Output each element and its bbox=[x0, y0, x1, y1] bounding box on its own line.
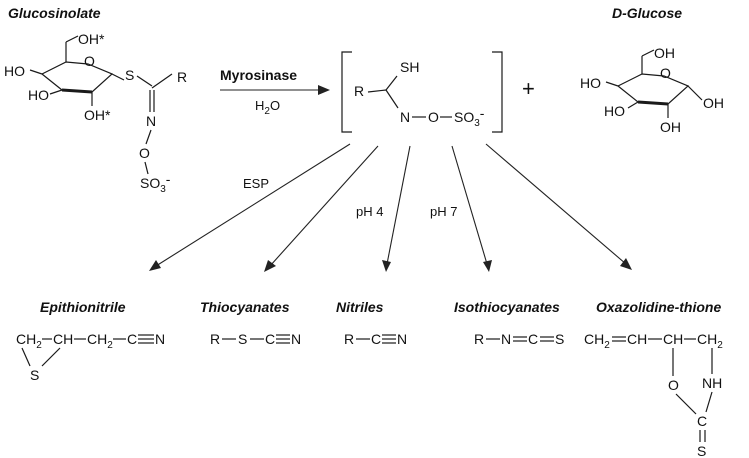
glucose-ring-o: O bbox=[660, 65, 671, 81]
epithionitrile-title: Epithionitrile bbox=[40, 299, 126, 315]
isothiocyanates-title: Isothiocyanates bbox=[454, 299, 560, 315]
arrow-to-thiocyanates bbox=[269, 145, 379, 267]
intermediate-so3: SO3- bbox=[454, 105, 485, 129]
glucosinolate-r: R bbox=[177, 69, 187, 85]
oxazolidine-ch-b: CH bbox=[663, 331, 683, 347]
arrow-to-nitriles bbox=[386, 145, 411, 265]
intermediate-o: O bbox=[428, 109, 439, 125]
epithio-ch2b: CH2 bbox=[87, 331, 113, 351]
glucosinolate-ring bbox=[41, 61, 114, 93]
oxazolidine-title: Oxazolidine-thione bbox=[596, 299, 721, 315]
oxazolidine-c: C bbox=[697, 413, 707, 429]
arrow-to-oxazolidine bbox=[485, 143, 627, 265]
left-bracket bbox=[341, 51, 352, 133]
oxazolidine-ch-a: CH bbox=[627, 331, 647, 347]
glucosinolate-oh-top: OH* bbox=[78, 31, 105, 47]
nitrile-structure: R C N bbox=[344, 331, 407, 347]
glucosinolate-n: N bbox=[146, 113, 156, 129]
ph4-label: pH 4 bbox=[356, 204, 383, 219]
epithio-c: C bbox=[127, 331, 137, 347]
nitrile-n: N bbox=[397, 331, 407, 347]
glucose-ring bbox=[617, 73, 690, 105]
product-arrows bbox=[149, 143, 632, 272]
glucosinolate-ho-left: HO bbox=[4, 63, 25, 79]
glucose-oh-right: OH bbox=[703, 95, 724, 111]
isothiocyanate-n: N bbox=[501, 331, 511, 347]
glucose-oh-bottom: OH bbox=[660, 119, 681, 135]
glucosinolate-oh-bottom: OH* bbox=[84, 107, 111, 123]
thiocyanate-c: C bbox=[265, 331, 275, 347]
glucosinolate-title: Glucosinolate bbox=[8, 5, 101, 21]
intermediate-sh: SH bbox=[400, 59, 419, 75]
glucosinolate-so3: SO3- bbox=[140, 171, 171, 195]
glucose-oh-top: OH bbox=[654, 45, 675, 61]
esp-label: ESP bbox=[243, 176, 269, 191]
thiocyanates-title: Thiocyanates bbox=[200, 299, 290, 315]
thiocyanate-n: N bbox=[291, 331, 301, 347]
oxazolidine-o: O bbox=[668, 377, 679, 393]
thiocyanate-structure: R S C N bbox=[210, 331, 301, 347]
epithio-n: N bbox=[155, 331, 165, 347]
oxazolidine-ch2b: CH2 bbox=[697, 331, 723, 351]
isothiocyanate-s: S bbox=[555, 331, 564, 347]
myrosinase-label: Myrosinase bbox=[220, 67, 297, 83]
epithio-s: S bbox=[30, 367, 39, 383]
nitrile-r: R bbox=[344, 331, 354, 347]
oxazolidine-structure: CH2 CH CH CH2 O NH C S bbox=[584, 331, 723, 458]
thiocyanate-r: R bbox=[210, 331, 220, 347]
glucosinolate-o: O bbox=[139, 145, 150, 161]
arrow-to-epithionitrile bbox=[155, 143, 351, 267]
oxazolidine-s: S bbox=[697, 443, 706, 458]
thiocyanate-s: S bbox=[238, 331, 247, 347]
plus-sign: + bbox=[522, 76, 535, 101]
glucose-structure: OH O HO HO OH OH bbox=[580, 45, 724, 135]
nitriles-title: Nitriles bbox=[336, 299, 384, 315]
glucosinolate-structure: OH* O HO HO OH* S R N O SO3- bbox=[4, 31, 187, 195]
epithionitrile-structure: CH2 CH CH2 C N S bbox=[16, 331, 165, 383]
right-bracket bbox=[492, 51, 503, 133]
glucose-ho-low: HO bbox=[604, 103, 625, 119]
nitrile-c: C bbox=[371, 331, 381, 347]
ph7-label: pH 7 bbox=[430, 204, 457, 219]
water-label: H2O bbox=[255, 98, 280, 117]
glucosinolate-ho-low: HO bbox=[28, 87, 49, 103]
isothiocyanate-c: C bbox=[528, 331, 538, 347]
arrow-to-isothiocyanates bbox=[451, 145, 488, 265]
oxazolidine-ch2: CH2 bbox=[584, 331, 610, 351]
dglucose-title: D-Glucose bbox=[612, 5, 682, 21]
glucose-ho-left: HO bbox=[580, 75, 601, 91]
epithio-ch2: CH2 bbox=[16, 331, 42, 351]
oxazolidine-nh: NH bbox=[702, 375, 722, 391]
glucosinolate-ring-o: O bbox=[84, 53, 95, 69]
intermediate-n: N bbox=[400, 109, 410, 125]
intermediate-r: R bbox=[354, 83, 364, 99]
isothiocyanate-structure: R N C S bbox=[474, 331, 564, 347]
intermediate-structure: SH R N O SO3- bbox=[341, 51, 503, 133]
glucosinolate-s: S bbox=[125, 67, 134, 83]
epithio-ch: CH bbox=[53, 331, 73, 347]
isothiocyanate-r: R bbox=[474, 331, 484, 347]
